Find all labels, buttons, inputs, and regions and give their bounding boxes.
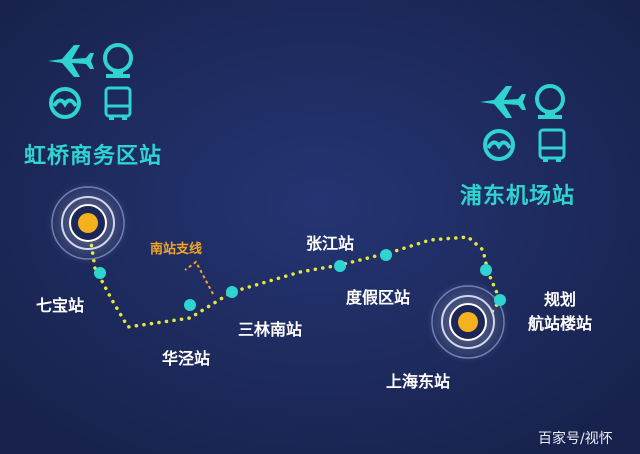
stop-sanlinnan[interactable] xyxy=(226,286,238,298)
pudong-hub-title: 浦东机场站 xyxy=(460,184,576,209)
hongqiao-bus-icon xyxy=(104,86,132,120)
label-huajing: 华泾站 xyxy=(162,349,211,368)
stop-planned-terminal[interactable] xyxy=(494,294,506,306)
stop-zhangjiang[interactable] xyxy=(334,260,346,272)
pudong-metro-icon xyxy=(483,129,515,161)
stop-huajing[interactable] xyxy=(184,299,196,311)
label-south-branch: 南站支线 xyxy=(150,242,203,257)
hongqiao-hub-title: 虹桥商务区站 xyxy=(24,144,163,169)
shanghaidong-hub-marker[interactable] xyxy=(426,280,510,364)
hongqiao-metro-icon xyxy=(49,87,81,119)
label-qibao: 七宝站 xyxy=(36,296,85,315)
label-dujiaqu: 度假区站 xyxy=(346,288,411,307)
pudong-rail-icon xyxy=(535,84,565,119)
south-branch-line xyxy=(184,260,214,295)
stop-east-1[interactable] xyxy=(480,264,492,276)
hongqiao-hub-marker[interactable] xyxy=(46,181,130,265)
stop-qibao[interactable] xyxy=(94,267,106,279)
hongqiao-rail-icon xyxy=(103,43,133,78)
watermark: 百家号/视怀 xyxy=(538,431,613,447)
label-zhangjiang: 张江站 xyxy=(306,234,355,253)
label-sanlinnan: 三林南站 xyxy=(238,320,303,339)
stop-dujiaqu[interactable] xyxy=(380,249,392,261)
pudong-airplane-icon xyxy=(480,86,526,118)
label-planned-terminal: 规划 航站楼站 xyxy=(528,290,593,333)
label-shanghaidong: 上海东站 xyxy=(386,372,451,391)
pudong-bus-icon xyxy=(538,128,566,162)
hongqiao-airplane-icon xyxy=(48,45,94,77)
